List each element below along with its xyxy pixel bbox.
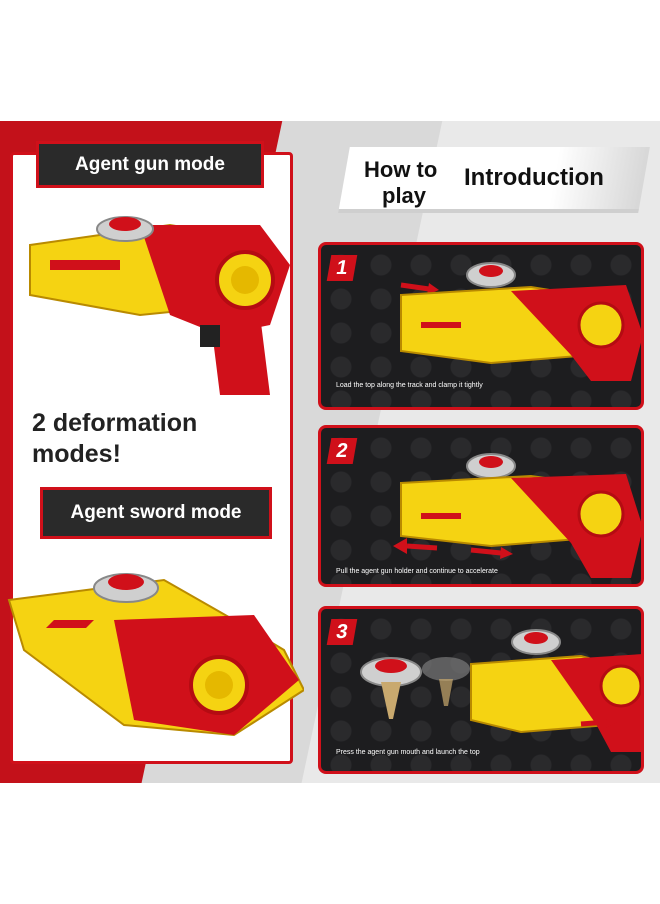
- arrow-left-icon: [393, 538, 407, 554]
- step-3-panel: 3 Press the agent gun mouth and launch t…: [318, 606, 644, 774]
- howto-word-how-to: How to: [364, 157, 438, 182]
- deformation-line-2: modes!: [32, 440, 121, 468]
- step-2-panel: 2 Pull the agent gun holder and continue…: [318, 425, 644, 587]
- step-3-caption: Press the agent gun mouth and launch the…: [336, 749, 480, 756]
- step-1-panel: 1 Load the top along the track and clamp…: [318, 242, 644, 410]
- step-2-caption: Pull the agent gun holder and continue t…: [336, 568, 498, 575]
- step-2-badge: 2: [326, 438, 358, 464]
- toy-gun-image: [29, 216, 290, 395]
- step-1-illustration: [400, 262, 641, 381]
- gun-mode-text: Agent gun mode: [75, 153, 225, 175]
- toy-sword-image: [7, 573, 304, 737]
- how-to-play-banner: How to play Introduction: [338, 147, 650, 225]
- deformation-line-1: 2 deformation: [32, 409, 198, 437]
- step-2-illustration: [393, 453, 641, 578]
- gun-mode-label: Agent gun mode: [36, 141, 264, 188]
- step-1-caption: Load the top along the track and clamp i…: [336, 382, 483, 389]
- sword-mode-text: Agent sword mode: [70, 502, 242, 523]
- arrow-right-icon: [606, 717, 617, 728]
- howto-word-introduction: Introduction: [464, 164, 604, 191]
- deformation-heading: 2 deformation modes!: [32, 408, 197, 470]
- step-3-illustration: [360, 629, 641, 752]
- sword-mode-label: Agent sword mode: [40, 487, 272, 539]
- arrow-right-icon: [400, 282, 430, 292]
- arrow-right-icon: [500, 547, 513, 559]
- howto-word-play: play: [382, 183, 427, 208]
- step-1-badge: 1: [326, 255, 358, 281]
